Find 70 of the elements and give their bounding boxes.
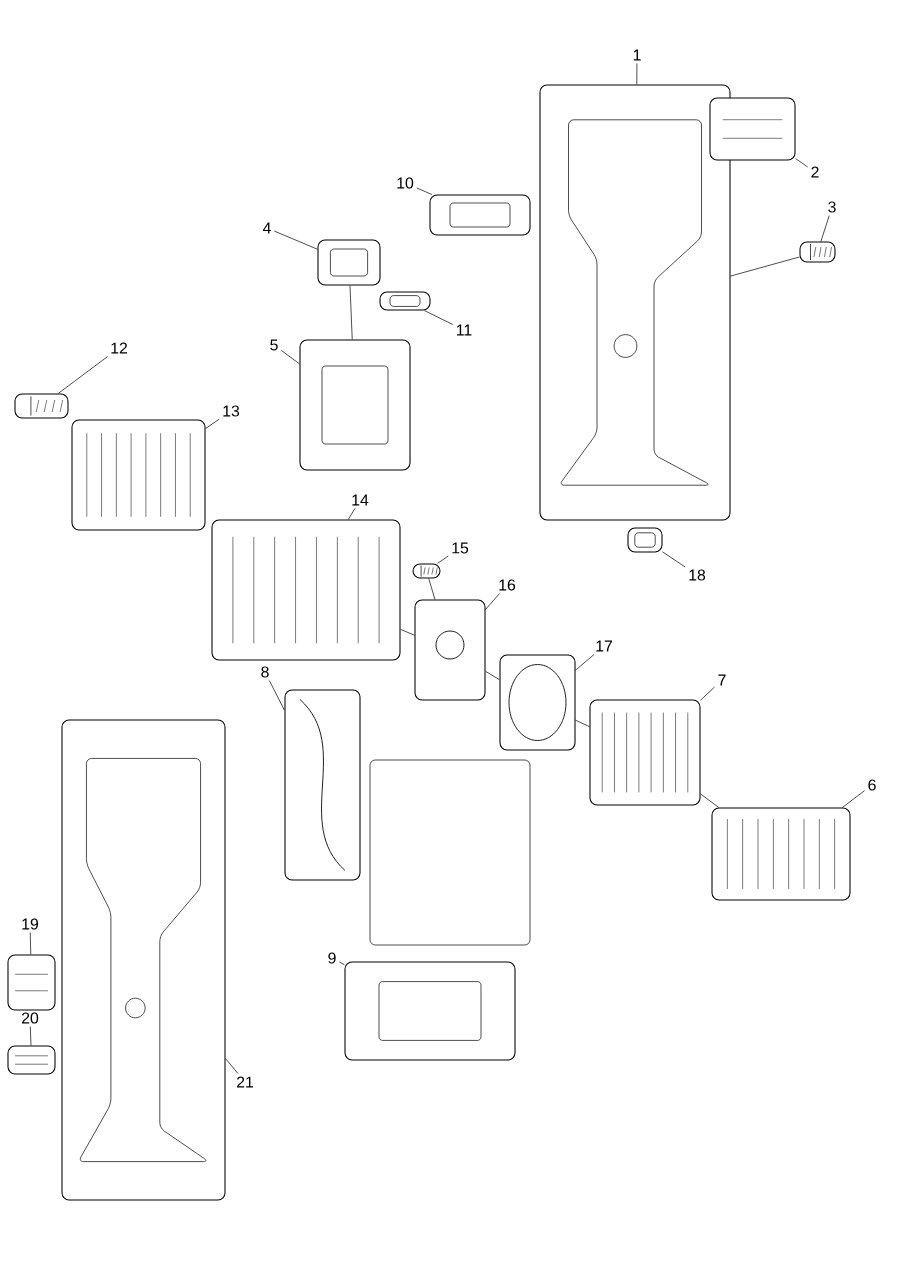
leader-line — [795, 158, 808, 168]
leader-line — [820, 215, 830, 242]
callout-number: 21 — [237, 1076, 253, 1088]
leader-line — [485, 593, 500, 610]
assembly-line — [428, 578, 436, 600]
part-drawing — [539, 84, 731, 521]
callout-number: 11 — [457, 324, 472, 336]
assembly-line — [575, 719, 590, 728]
part-drawing — [414, 599, 486, 701]
leader-line — [424, 310, 454, 325]
callout-number: 5 — [270, 339, 278, 351]
part-drawing — [284, 689, 361, 881]
leader-line — [274, 230, 318, 250]
leader-line — [339, 961, 345, 966]
callout-number: 9 — [328, 952, 336, 964]
leader-line — [57, 356, 108, 394]
part-drawing — [61, 719, 226, 1201]
part-drawing — [627, 527, 663, 553]
callout-number: 19 — [22, 918, 39, 930]
callout-number: 8 — [261, 666, 269, 678]
part-drawing — [317, 239, 381, 286]
callout-number: 15 — [452, 542, 469, 554]
part-drawing — [14, 393, 69, 419]
part-drawing — [499, 654, 576, 751]
part-drawing — [211, 519, 401, 661]
assembly-line — [700, 793, 720, 808]
leader-line — [29, 932, 32, 955]
callout-number: 20 — [22, 1012, 39, 1024]
leader-line — [225, 1058, 239, 1074]
part-drawing — [7, 1045, 56, 1075]
part-drawing — [429, 194, 531, 236]
part-drawing — [589, 699, 701, 806]
leader-line — [636, 63, 638, 85]
part-drawing — [709, 97, 796, 161]
callout-number: 12 — [111, 342, 127, 354]
assembly-line — [730, 256, 800, 277]
callout-number: 2 — [811, 166, 819, 178]
callout-number: 1 — [633, 49, 641, 61]
callout-number: 13 — [223, 405, 240, 417]
part-drawing — [379, 291, 431, 311]
callout-number: 18 — [689, 569, 706, 581]
part-drawing — [344, 961, 516, 1061]
leader-line — [662, 551, 686, 568]
callout-number: 16 — [499, 579, 516, 591]
part-drawing — [299, 339, 411, 471]
part-drawing — [711, 807, 851, 901]
assembly-line — [349, 285, 353, 340]
callout-number: 6 — [868, 779, 876, 791]
leader-line — [347, 508, 356, 520]
leader-line — [205, 418, 220, 429]
leader-line — [437, 555, 449, 564]
leader-line — [281, 350, 300, 365]
callout-number: 4 — [262, 222, 271, 234]
assembly-line — [400, 629, 415, 636]
leader-line — [700, 686, 715, 701]
part-drawing — [7, 954, 56, 1011]
callout-number: 7 — [718, 674, 726, 686]
leader-line — [842, 790, 865, 808]
callout-number: 17 — [596, 640, 612, 652]
part-drawing — [799, 241, 836, 263]
part-drawing — [71, 419, 206, 531]
leader-line — [575, 654, 595, 671]
leader-line — [29, 1026, 32, 1046]
callout-number: 10 — [397, 177, 414, 189]
assembly-line — [485, 670, 500, 681]
part-drawing — [412, 563, 441, 579]
leader-line — [269, 680, 285, 711]
callout-number: 14 — [352, 494, 369, 506]
callout-number: 3 — [828, 201, 836, 213]
leader-line — [416, 187, 433, 195]
